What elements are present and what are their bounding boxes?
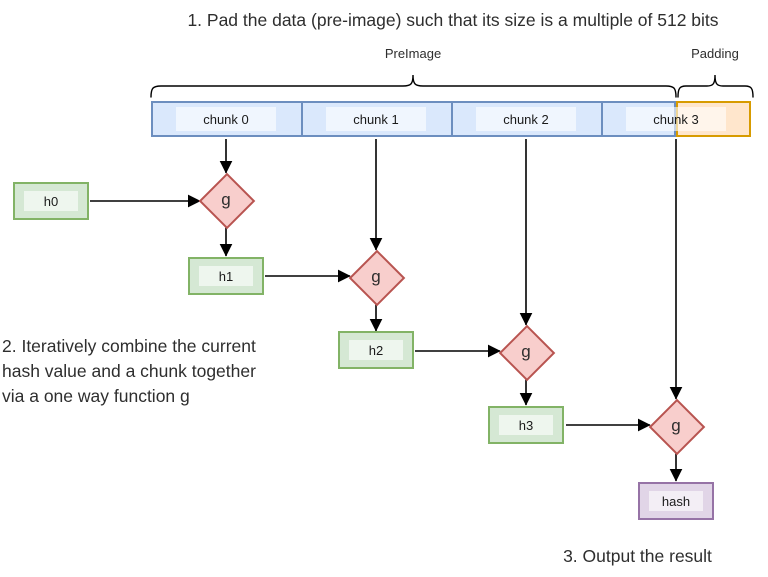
- g1-label: g: [221, 190, 231, 209]
- step3-caption: 3. Output the result: [563, 546, 712, 566]
- chunk-divider: [301, 101, 303, 137]
- chunk-divider: [451, 101, 453, 137]
- h1-box: h1: [188, 257, 264, 295]
- step1-caption: 1. Pad the data (pre-image) such that it…: [187, 10, 719, 30]
- hash-output-box: hash: [638, 482, 714, 520]
- g1-node: g: [198, 172, 256, 230]
- h3-box: h3: [488, 406, 564, 444]
- g3-label: g: [521, 342, 531, 361]
- chunk-divider: [601, 101, 603, 137]
- padding-brace: [677, 74, 754, 98]
- preimage-label: PreImage: [384, 46, 442, 61]
- g2-node: g: [348, 249, 406, 307]
- chunk0-box: chunk 0: [176, 107, 276, 131]
- chunk1-box: chunk 1: [326, 107, 426, 131]
- chunk3-box: chunk 3: [626, 107, 726, 131]
- h0-box: h0: [13, 182, 89, 220]
- g4-label: g: [671, 416, 681, 435]
- h0-label: h0: [24, 191, 78, 211]
- h3-label: h3: [499, 415, 553, 435]
- h2-label: h2: [349, 340, 403, 360]
- g2-label: g: [371, 267, 381, 286]
- padding-label: Padding: [691, 46, 739, 61]
- hash-output-label: hash: [649, 491, 703, 511]
- g4-node: g: [648, 398, 706, 456]
- h2-box: h2: [338, 331, 414, 369]
- step2-caption: 2. Iteratively combine the current hash …: [2, 336, 256, 406]
- chunk2-box: chunk 2: [476, 107, 576, 131]
- h1-label: h1: [199, 266, 253, 286]
- g3-node: g: [498, 324, 556, 382]
- preimage-brace: [150, 74, 677, 98]
